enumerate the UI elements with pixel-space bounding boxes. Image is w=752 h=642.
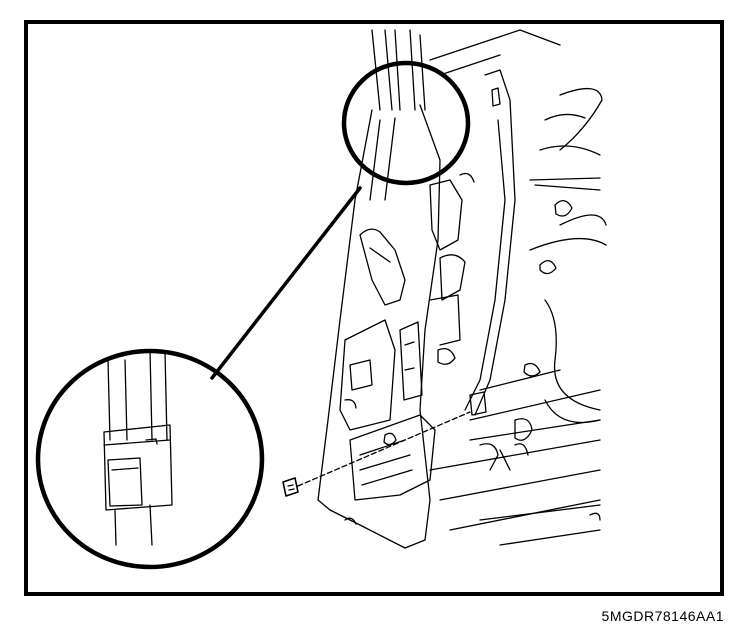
illustration-frame xyxy=(24,20,724,596)
upper-pillar xyxy=(371,29,426,111)
detail-view-circle xyxy=(35,348,265,570)
seatbelt-retractor xyxy=(429,179,466,365)
screw-icon xyxy=(282,411,471,497)
detail-marker-circle xyxy=(341,60,471,186)
figure-code: 5MGDR78146AA1 xyxy=(601,608,724,624)
body-side-structure xyxy=(429,29,607,546)
door-channel xyxy=(459,69,516,416)
detail-leader-line xyxy=(210,186,362,380)
b-pillar-trim xyxy=(317,104,441,549)
detail-view xyxy=(35,348,265,570)
